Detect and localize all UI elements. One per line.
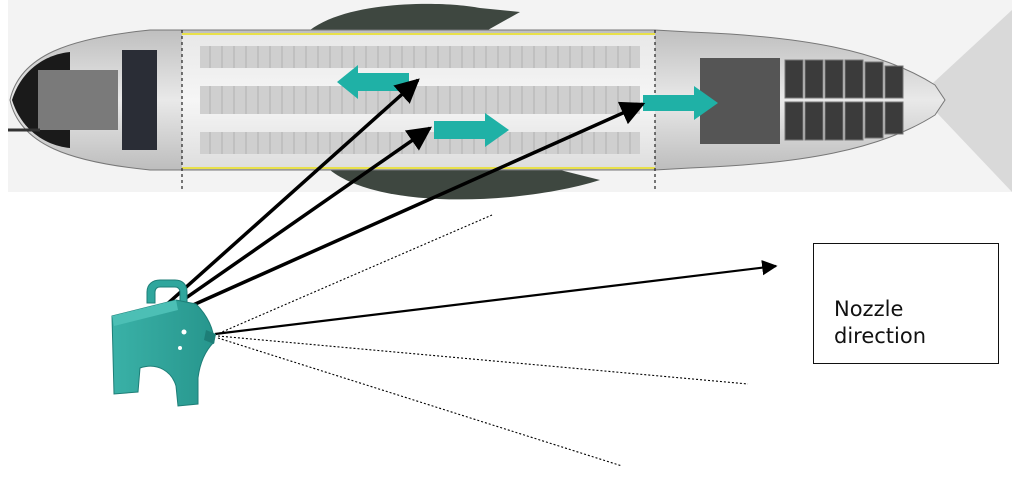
pointer-arrows (154, 78, 778, 336)
legend: Nozzle direction (813, 243, 999, 364)
pointer-arrow-to-middle-nozzle (159, 126, 433, 318)
tail-fin (920, 10, 1012, 192)
device-body (111, 299, 215, 407)
aircraft-cutaway (8, 0, 1012, 200)
pointer-arrow-to-left-nozzle (154, 78, 420, 316)
spray-line-lower (217, 337, 623, 467)
device-handle (146, 279, 188, 304)
spray-line-middle (217, 335, 749, 385)
spray-coverage-lines (214, 214, 749, 467)
nozzle-arrows (337, 65, 718, 147)
legend-label-line-1: Nozzle (834, 297, 904, 321)
device-side-face (112, 300, 178, 326)
device-nozzle (204, 330, 216, 344)
cockpit-interior (38, 70, 118, 130)
cargo-containers (784, 59, 904, 141)
nozzle-arrow-left (337, 65, 409, 99)
pointer-arrow-to-right-nozzle (163, 101, 646, 320)
nozzle-arrow-middle (434, 113, 509, 147)
seat-rows (200, 46, 640, 154)
nozzle-arrow-right (643, 86, 718, 120)
seat-dividers (209, 46, 631, 154)
device-button (181, 329, 187, 335)
fogging-device-icon (111, 279, 216, 407)
device-indicator (178, 346, 182, 350)
pointer-arrow-to-legend (214, 260, 778, 336)
legend-label-line-2: direction (834, 324, 927, 348)
galley-block (122, 50, 157, 150)
legend-label: Nozzle direction (834, 296, 994, 350)
